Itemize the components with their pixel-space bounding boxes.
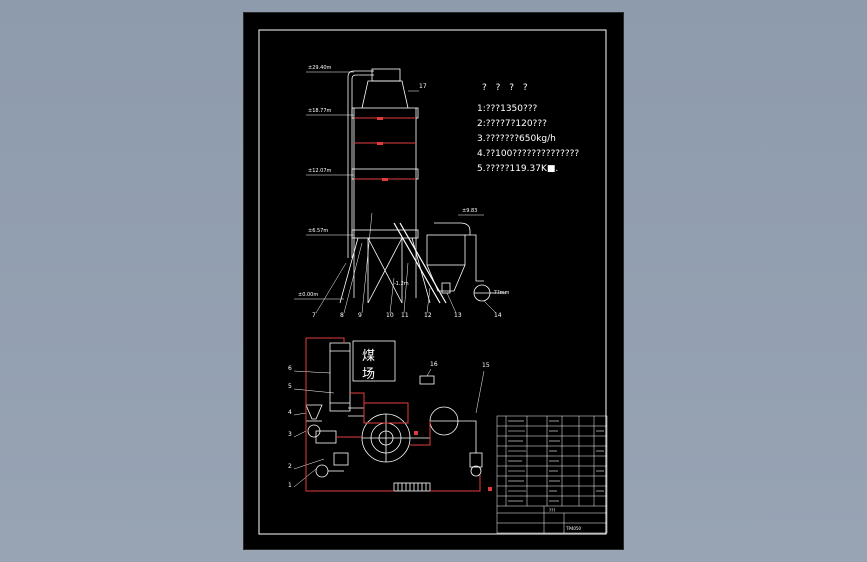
plan-part-3: 3 bbox=[288, 431, 292, 438]
elevation-outlet: -7?mm bbox=[492, 290, 510, 296]
part-number-9: 9 bbox=[358, 312, 362, 319]
elevation-cyclone: ±9.83 bbox=[462, 208, 478, 214]
elevation-top: ±29.40m bbox=[308, 65, 332, 71]
elevation-lines bbox=[294, 71, 484, 300]
plan-part-5: 5 bbox=[288, 383, 292, 390]
plan-part-6: 6 bbox=[288, 365, 292, 372]
elevation-upper: ±18.77m bbox=[308, 108, 332, 114]
elevation-ground: ±0.00m bbox=[298, 292, 319, 298]
part-number-7: 7 bbox=[312, 312, 316, 319]
plan-leaders bbox=[293, 368, 485, 488]
drawing-sheet: ? ? ? ? 1:???1350??? 2:????7?120??? 3.??… bbox=[244, 13, 623, 549]
dryer-tower bbox=[339, 68, 447, 304]
elevation-middle: ±12.07m bbox=[308, 168, 332, 174]
plan-part-16: 16 bbox=[430, 361, 438, 368]
note-item-2: 2:????7?120??? bbox=[477, 119, 547, 129]
part-number-13: 13 bbox=[454, 312, 462, 319]
title-block-code: TP4050 bbox=[566, 526, 582, 531]
plan-part-1: 1 bbox=[288, 482, 292, 489]
table-entries bbox=[508, 420, 604, 502]
plan-view bbox=[305, 340, 483, 492]
elevation-lower: ±6.57m bbox=[308, 228, 329, 234]
part-number-11: 11 bbox=[401, 312, 409, 319]
note-item-1: 1:???1350??? bbox=[477, 104, 538, 114]
coal-yard-char-2: 场 bbox=[362, 367, 376, 382]
part-number-8: 8 bbox=[340, 312, 344, 319]
note-item-5: 5.?????119.37K■. bbox=[477, 164, 559, 174]
note-item-3: 3.???????650kg/h bbox=[477, 134, 556, 144]
plan-part-2: 2 bbox=[288, 463, 292, 470]
part-number-14: 14 bbox=[494, 312, 502, 319]
part-number-12: 12 bbox=[424, 312, 432, 319]
red-markers bbox=[377, 117, 492, 491]
part-number-10: 10 bbox=[386, 312, 394, 319]
cyclone-separator bbox=[426, 222, 506, 302]
red-piping bbox=[305, 117, 481, 492]
inner-border bbox=[258, 29, 607, 535]
note-item-4: 4.??100?????????????? bbox=[477, 149, 580, 159]
part-number-17: 17 bbox=[419, 83, 427, 90]
plan-part-4: 4 bbox=[288, 409, 292, 416]
technical-notes: ? ? ? ? 1:???1350??? 2:????7?120??? 3.??… bbox=[477, 81, 597, 177]
coal-yard-char-1: 煤 bbox=[362, 349, 376, 364]
parts-table bbox=[496, 415, 608, 534]
title-block-name: ??? bbox=[549, 508, 556, 513]
technical-drawing bbox=[258, 29, 608, 535]
plan-part-15: 15 bbox=[482, 362, 490, 369]
elevation-small: -1.2m bbox=[394, 281, 409, 287]
notes-title: ? ? ? ? bbox=[482, 83, 531, 93]
leader-lines bbox=[315, 90, 497, 314]
